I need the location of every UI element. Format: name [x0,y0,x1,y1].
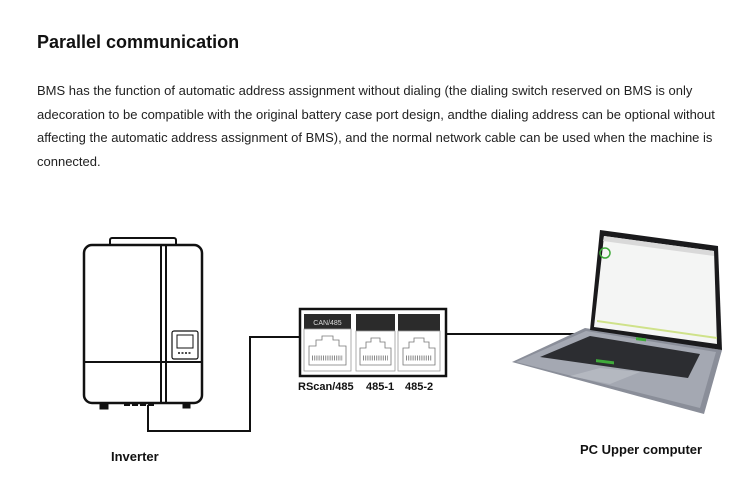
port-rscan-485[interactable]: CAN/485 [303,314,352,372]
port-485-2[interactable] [397,314,441,372]
pc-label: PC Upper computer [580,442,703,457]
port-label-rscan-485: RScan/485 [298,381,354,393]
paragraph-line: adecoration to be compatible with the or… [37,106,715,122]
paragraph-line: affecting the automatic address assignme… [37,130,713,145]
port-label-485-2: 485-2 [405,381,434,393]
paragraph-line: connected. [37,153,101,169]
laptop-icon [512,230,722,414]
description-paragraph: BMS has the function of automatic addres… [37,79,743,173]
port-485-1[interactable] [355,314,396,372]
bms-port-panel: CAN/485 [298,307,448,378]
paragraph-line: BMS has the function of automatic addres… [37,83,693,98]
page-title: Parallel communication [37,32,240,52]
port-top-label: CAN/485 [313,320,342,327]
inverter-label: Inverter [111,449,159,464]
port-label-485-1: 485-1 [366,381,395,393]
cable-inverter-to-bms [147,336,300,432]
inverter-icon [82,237,204,410]
